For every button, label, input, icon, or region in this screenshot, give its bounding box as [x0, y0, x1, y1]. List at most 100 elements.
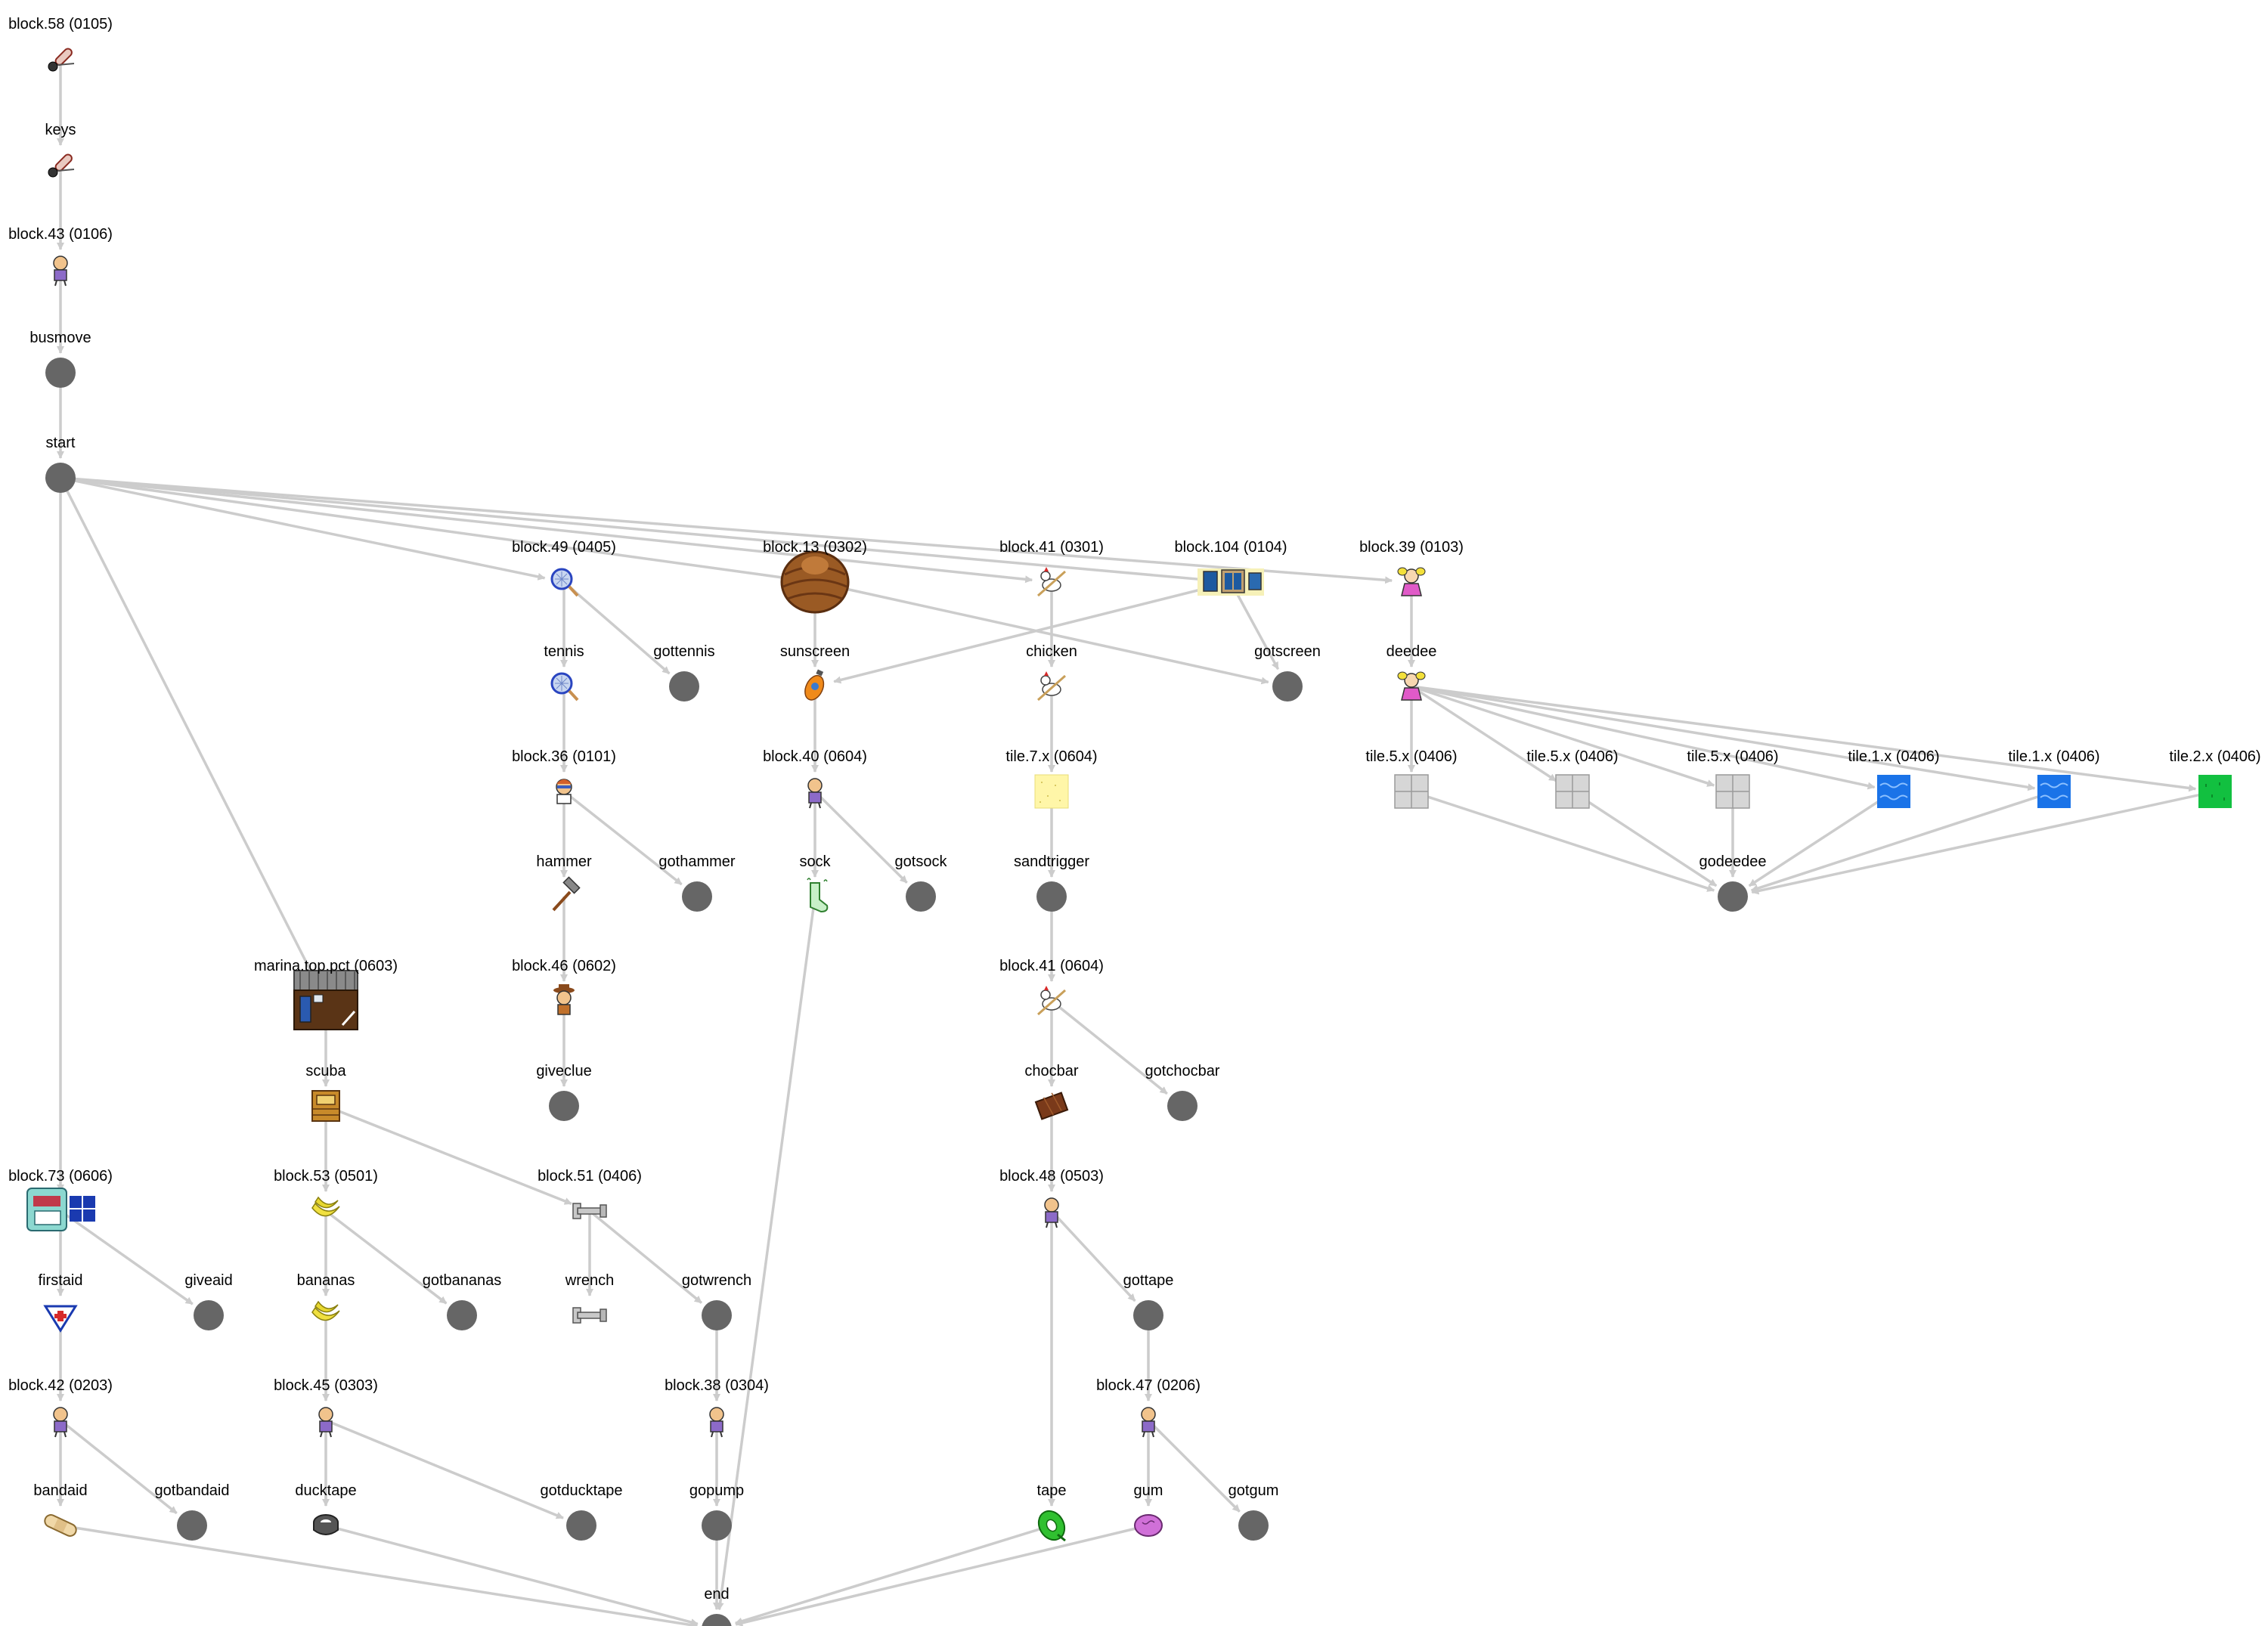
node-busmove[interactable]: busmove — [29, 330, 91, 388]
node-deedee[interactable]: deedee — [1387, 643, 1437, 701]
edges-layer — [57, 59, 2216, 1626]
node-label: gottennis — [653, 643, 714, 660]
node-block104[interactable]: block.104 (0104) — [1175, 539, 1287, 596]
node-tile1x_2[interactable]: tile.1.x (0406) — [2008, 748, 2100, 808]
node-block45[interactable]: block.45 (0303) — [274, 1377, 378, 1438]
node-label: tile.5.x (0406) — [1687, 748, 1778, 765]
node-block13[interactable]: block.13 (0302) — [763, 539, 867, 614]
node-label: gotchocbar — [1145, 1063, 1220, 1079]
node-tape[interactable]: tape — [1033, 1482, 1070, 1544]
node-gotgum[interactable]: gotgum — [1228, 1482, 1279, 1541]
node-tile5x_2[interactable]: tile.5.x (0406) — [1526, 748, 1619, 809]
tennis-racket-icon — [550, 672, 579, 702]
node-block38[interactable]: block.38 (0304) — [665, 1377, 769, 1438]
node-firstaid[interactable]: firstaid — [39, 1272, 83, 1333]
node-block73[interactable]: block.73 (0606) — [8, 1168, 113, 1231]
duct-tape-icon — [313, 1514, 339, 1535]
node-godeedee[interactable]: godeedee — [1699, 853, 1767, 912]
nodes-layer: block.58 (0105) keys block.43 (0106) busmov… — [8, 16, 2261, 1626]
node-block51[interactable]: block.51 (0406) — [538, 1168, 642, 1219]
edge-tape-to-end — [734, 1524, 1052, 1625]
edge-block48-to-gottape — [1050, 1209, 1136, 1302]
node-start[interactable]: start — [45, 435, 76, 493]
marina-shed-icon — [293, 970, 358, 1030]
character-icon — [318, 1407, 333, 1438]
node-gotsock[interactable]: gotsock — [895, 853, 948, 912]
node-chicken[interactable]: chicken — [1026, 643, 1077, 702]
node-wrench[interactable]: wrench — [565, 1272, 614, 1324]
node-block48[interactable]: block.48 (0503) — [999, 1168, 1104, 1228]
state-circle — [45, 358, 76, 388]
bananas-icon — [311, 1196, 340, 1217]
node-giveaid[interactable]: giveaid — [184, 1272, 233, 1330]
node-label: block.48 (0503) — [999, 1168, 1104, 1185]
node-gotbandaid[interactable]: gotbandaid — [155, 1482, 230, 1541]
node-block53[interactable]: block.53 (0501) — [274, 1168, 378, 1217]
node-label: chocbar — [1024, 1063, 1078, 1079]
node-block49[interactable]: block.49 (0405) — [512, 539, 616, 597]
node-gotwrench[interactable]: gotwrench — [682, 1272, 751, 1330]
node-ducktape[interactable]: ducktape — [295, 1482, 357, 1535]
node-tile2x[interactable]: tile.2.x (0406) — [2169, 748, 2261, 808]
deedee-icon — [1397, 567, 1426, 596]
node-block42[interactable]: block.42 (0203) — [8, 1377, 113, 1438]
node-gum[interactable]: gum — [1134, 1482, 1163, 1537]
node-bandaid[interactable]: bandaid — [33, 1482, 88, 1538]
node-label: gopump — [689, 1482, 744, 1499]
grey-tile-icon — [1715, 774, 1750, 809]
deedee-icon — [1397, 671, 1426, 701]
node-label: tennis — [544, 643, 584, 660]
node-sandtrigger[interactable]: sandtrigger — [1014, 853, 1089, 912]
node-gotscreen[interactable]: gotscreen — [1254, 643, 1321, 702]
node-block46[interactable]: block.46 (0602) — [512, 958, 616, 1015]
node-scuba[interactable]: scuba — [305, 1063, 347, 1122]
node-block39[interactable]: block.39 (0103) — [1359, 539, 1464, 596]
state-circle — [702, 1614, 732, 1626]
node-block36[interactable]: block.36 (0101) — [512, 748, 616, 804]
node-block43[interactable]: block.43 (0106) — [8, 226, 113, 286]
node-tile5x_1[interactable]: tile.5.x (0406) — [1365, 748, 1458, 809]
node-gopump[interactable]: gopump — [689, 1482, 744, 1541]
state-circle — [682, 881, 712, 912]
edge-tile5x_2-to-godeedee — [1572, 790, 1718, 887]
window-panel-icon — [1198, 568, 1264, 596]
node-hammer[interactable]: hammer — [536, 853, 592, 912]
node-gothammer[interactable]: gothammer — [658, 853, 736, 912]
gum-icon — [1134, 1514, 1163, 1537]
character-icon — [709, 1407, 724, 1438]
node-sunscreen[interactable]: sunscreen — [780, 643, 850, 703]
node-gotbananas[interactable]: gotbananas — [423, 1272, 502, 1330]
node-block58[interactable]: block.58 (0105) — [8, 16, 113, 72]
edge-tile5x_1-to-godeedee — [1411, 790, 1715, 892]
node-label: bananas — [297, 1272, 355, 1289]
edge-block51-to-gotwrench — [588, 1209, 703, 1304]
node-chocbar[interactable]: chocbar — [1024, 1063, 1079, 1120]
node-sock[interactable]: sock — [799, 853, 832, 913]
node-gottennis[interactable]: gottennis — [653, 643, 715, 702]
node-giveclue[interactable]: giveclue — [536, 1063, 592, 1121]
edge-block36-to-gothammer — [562, 790, 683, 886]
node-block41a[interactable]: block.41 (0301) — [999, 539, 1104, 597]
node-keys[interactable]: keys — [45, 122, 76, 178]
dexter-icon — [556, 779, 572, 804]
node-tile5x_3[interactable]: tile.5.x (0406) — [1687, 748, 1779, 809]
node-gotchocbar[interactable]: gotchocbar — [1145, 1063, 1220, 1121]
node-gotducktape[interactable]: gotducktape — [541, 1482, 623, 1541]
node-block40[interactable]: block.40 (0604) — [763, 748, 867, 809]
node-label: gotbandaid — [155, 1482, 230, 1499]
node-block41b[interactable]: block.41 (0604) — [999, 958, 1104, 1016]
character-icon — [53, 256, 68, 286]
node-marina[interactable]: marina.top.pct (0603) — [254, 958, 398, 1030]
edge-start-to-block13 — [60, 476, 797, 583]
node-tile1x_1[interactable]: tile.1.x (0406) — [1848, 748, 1940, 808]
water-tile-icon — [2037, 775, 2071, 808]
node-bananas[interactable]: bananas — [297, 1272, 355, 1321]
node-block47[interactable]: block.47 (0206) — [1096, 1377, 1201, 1438]
node-end[interactable]: end — [702, 1586, 732, 1626]
node-tennis[interactable]: tennis — [544, 643, 584, 702]
node-tile7x[interactable]: tile.7.x (0604) — [1005, 748, 1098, 809]
node-label: block.13 (0302) — [763, 539, 867, 556]
node-gottape[interactable]: gottape — [1123, 1272, 1174, 1330]
chicken-icon — [1037, 986, 1066, 1016]
cowboy-icon — [553, 984, 575, 1015]
